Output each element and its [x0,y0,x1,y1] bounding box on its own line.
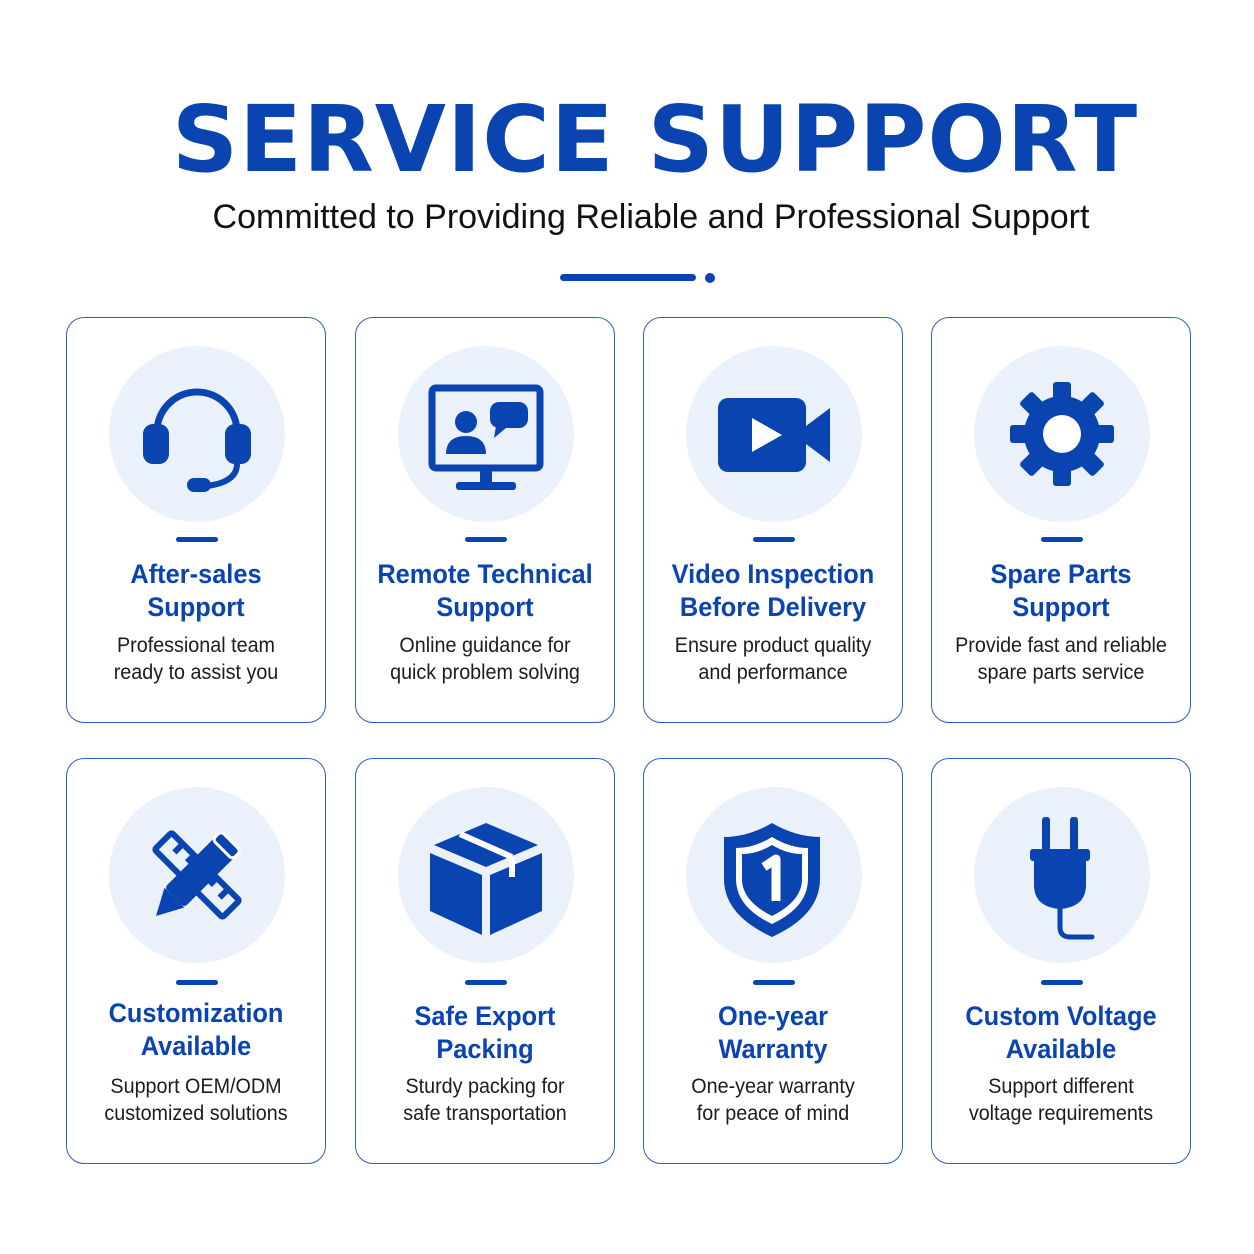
card-title: After-sales Support [130,559,262,622]
page-title: SERVICE SUPPORT [171,86,1139,193]
card-description: Ensure product quality and performance [674,634,872,684]
shield-one-icon [724,823,820,937]
card-customization-available: Customization Available Support OEM/ODM … [66,758,326,1164]
card-dash [753,537,795,542]
card-description: Sturdy packing for safe transportation [403,1075,567,1125]
monitor-chat-icon [428,384,544,490]
card-title: Video Inspection Before Delivery [671,559,875,622]
headset-icon [143,388,251,492]
page-subtitle: Committed to Providing Reliable and Prof… [212,198,1090,236]
icon-circle [398,346,574,522]
card-description: Provide fast and reliable spare parts se… [955,634,1167,684]
card-title: Customization Available [108,998,284,1061]
icon-circle [109,787,285,963]
title-divider-dot [705,273,715,283]
card-title: Safe Export Packing [414,1001,556,1064]
card-safe-export-packing: Safe Export Packing Sturdy packing for s… [355,758,615,1164]
icon-circle [398,787,574,963]
card-description: Professional team ready to assist you [113,634,279,684]
card-after-sales-support: After-sales Support Professional team re… [66,317,326,723]
icon-circle [974,787,1150,963]
card-dash [753,980,795,985]
icon-circle [686,346,862,522]
card-title: Custom Voltage Available [965,1001,1157,1064]
icon-circle [686,787,862,963]
title-divider [560,274,696,281]
card-title: Spare Parts Support [990,559,1132,622]
card-description: Online guidance for quick problem solvin… [390,634,580,684]
icon-circle [109,346,285,522]
card-custom-voltage-available: Custom Voltage Available Support differe… [931,758,1191,1164]
card-one-year-warranty: One-year Warranty One-year warranty for … [643,758,903,1164]
box-icon [430,823,542,935]
card-description: Support OEM/ODM customized solutions [104,1075,288,1125]
icon-circle [974,346,1150,522]
card-dash [1041,537,1083,542]
pencil-ruler-icon [152,830,242,920]
card-dash [465,980,507,985]
card-dash [176,980,218,985]
card-remote-technical-support: Remote Technical Support Online guidance… [355,317,615,723]
card-title: One-year Warranty [717,1001,829,1064]
card-dash [176,537,218,542]
card-dash [1041,980,1083,985]
card-spare-parts-support: Spare Parts Support Provide fast and rel… [931,317,1191,723]
card-description: Support different voltage requirements [968,1075,1154,1125]
card-title: Remote Technical Support [377,559,593,622]
power-plug-icon [1030,817,1095,940]
gear-icon [1010,382,1114,486]
card-description: One-year warranty for peace of mind [691,1075,855,1125]
video-camera-icon [718,398,830,472]
card-video-inspection: Video Inspection Before Delivery Ensure … [643,317,903,723]
card-dash [465,537,507,542]
